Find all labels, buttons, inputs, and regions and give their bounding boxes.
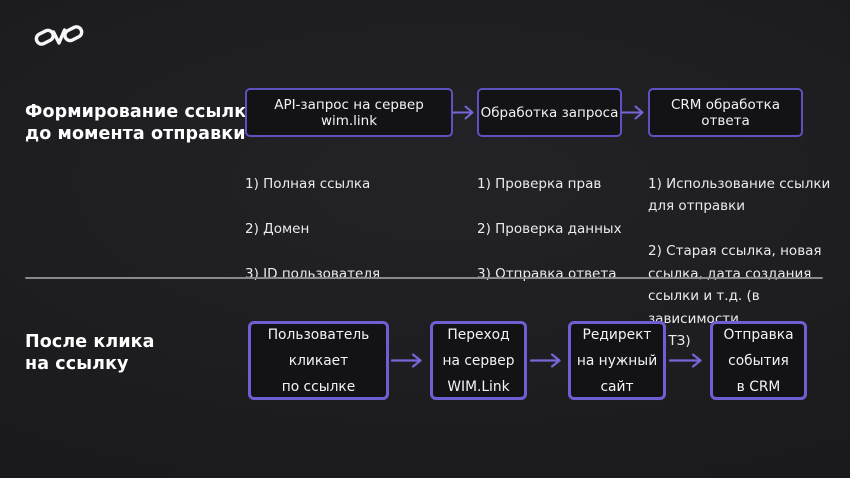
flow1-box-request-processing: Обработка запроса	[477, 88, 622, 137]
wim-link-logo-icon	[34, 25, 84, 46]
flow2-box-send-event-crm: Отправка события в CRM	[710, 321, 807, 400]
flow2-box-wim-link-server-label: Переход на сервер WIM.Link	[442, 326, 515, 395]
arrow-right-icon	[621, 105, 644, 120]
flow1-box-api-request-label: API-запрос на сервер wim.link	[274, 96, 424, 129]
flow2-box-send-event-crm-label: Отправка события в CRM	[723, 326, 794, 395]
list-item: 2) Старая ссылка, новая ссылка, дата соз…	[648, 243, 822, 349]
flow1-box-crm-response: CRM обработка ответа	[648, 88, 803, 137]
flow1-list-api-request: 1) Полная ссылка 2) Домен 3) ID пользова…	[245, 150, 460, 308]
section-divider	[25, 277, 823, 279]
flow2-box-user-clicks: Пользователь кликает по ссылке	[248, 321, 389, 400]
flow2-box-user-clicks-label: Пользователь кликает по ссылке	[267, 326, 370, 395]
list-item: 2) Домен	[245, 220, 310, 237]
flow1-box-request-processing-label: Обработка запроса	[480, 104, 619, 121]
arrow-right-icon	[669, 353, 702, 368]
flow1-box-api-request: API-запрос на сервер wim.link	[245, 88, 453, 137]
section2-heading: После клика на ссылку	[25, 332, 155, 374]
flow1-list-request-processing: 1) Проверка прав 2) Проверка данных 3) О…	[477, 150, 647, 308]
flow2-box-wim-link-server: Переход на сервер WIM.Link	[430, 321, 527, 400]
list-item: 2) Проверка данных	[477, 220, 622, 237]
list-item: 1) Проверка прав	[477, 175, 602, 192]
arrow-right-icon	[391, 353, 422, 368]
flow1-list-crm-response: 1) Использование ссылки для отправки 2) …	[648, 150, 848, 375]
list-item: 1) Полная ссылка	[245, 175, 371, 192]
list-item: 3) ID пользователя	[245, 265, 381, 282]
section1-heading: Формирование ссылки до момента отправки	[25, 102, 259, 144]
flow1-box-crm-response-label: CRM обработка ответа	[670, 96, 781, 129]
flow2-box-redirect-label: Редирект на нужный сайт	[576, 326, 658, 395]
arrow-right-icon	[452, 105, 474, 120]
list-item: 1) Использование ссылки для отправки	[648, 175, 831, 215]
list-item: 3) Отправка ответа	[477, 265, 617, 282]
arrow-right-icon	[530, 353, 561, 368]
flow2-box-redirect: Редирект на нужный сайт	[568, 321, 666, 400]
